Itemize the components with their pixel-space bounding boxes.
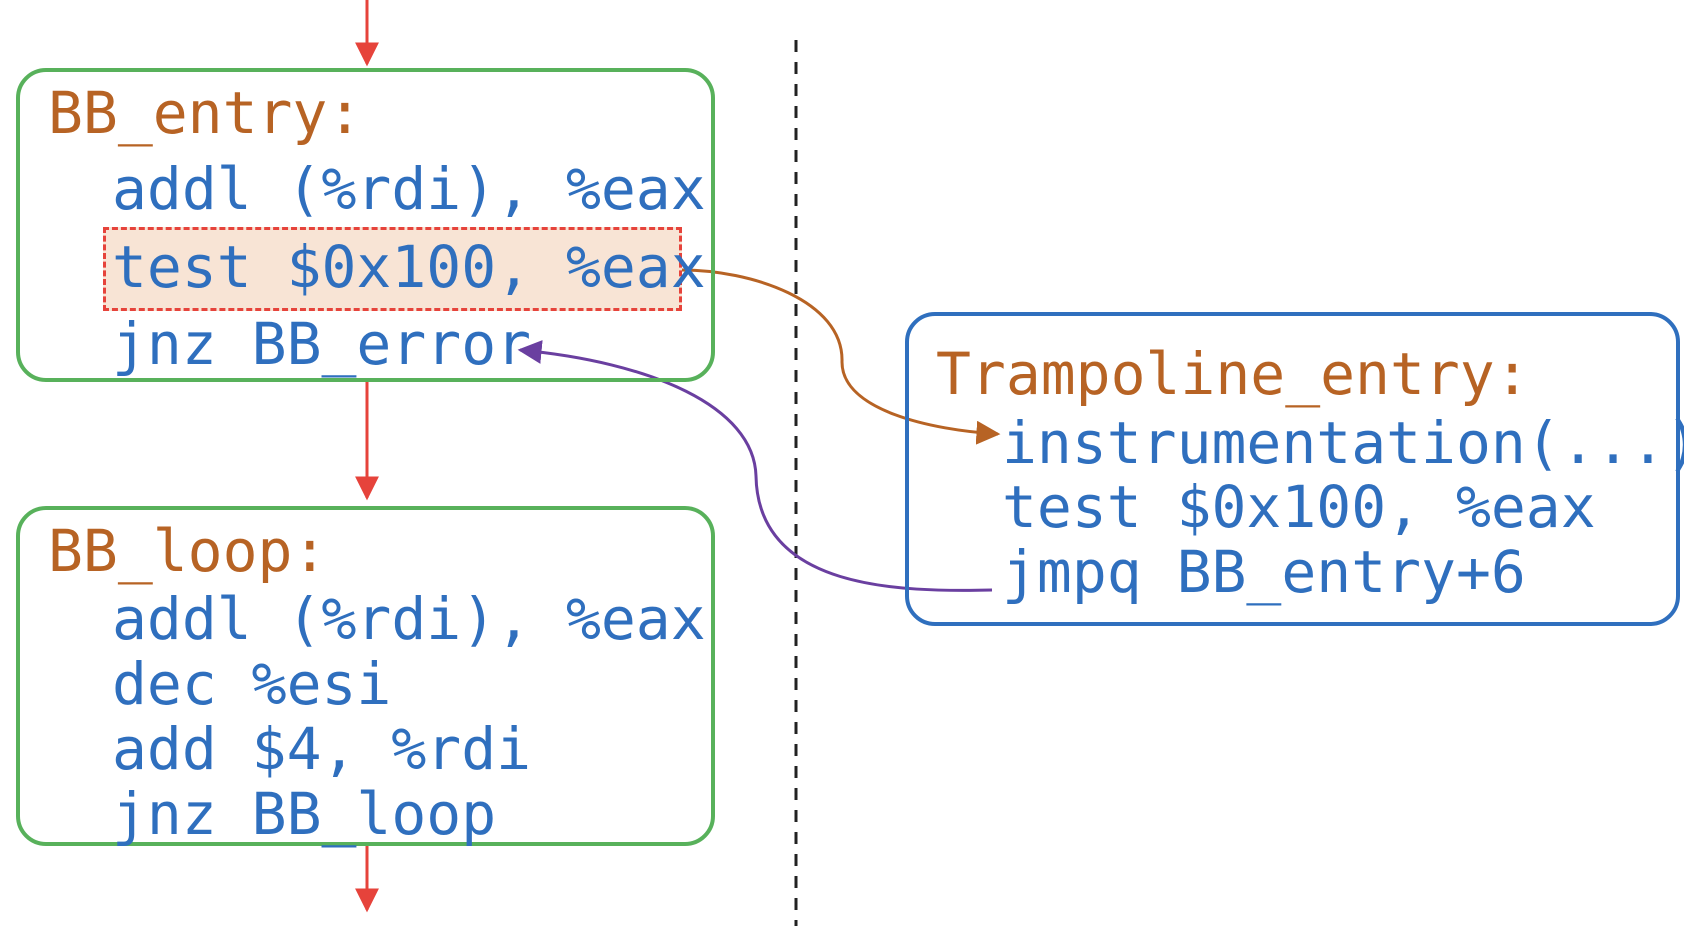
bb-loop-instruction-3: add $4, %rdi — [112, 715, 532, 783]
trampoline-instruction-1: instrumentation(...) — [1002, 409, 1684, 477]
bb-entry-instruction-1: addl (%rdi), %eax — [112, 155, 706, 223]
bb-entry-instruction-2: test $0x100, %eax — [112, 233, 706, 301]
bb-loop-label: BB_loop: — [48, 517, 328, 585]
bb-entry-block — [16, 68, 715, 382]
bb-entry-label: BB_entry: — [48, 79, 363, 147]
highlighted-test-instruction — [103, 227, 682, 311]
trampoline-entry-label: Trampoline_entry: — [936, 340, 1530, 408]
trampoline-entry-block — [905, 312, 1680, 626]
bb-loop-instruction-1: addl (%rdi), %eax — [112, 585, 706, 653]
trampoline-instruction-2: test $0x100, %eax — [1002, 473, 1596, 541]
bb-entry-instruction-3: jnz BB_error — [112, 310, 532, 378]
bb-loop-block — [16, 506, 715, 846]
bb-loop-instruction-2: dec %esi — [112, 650, 392, 718]
bb-loop-instruction-4: jnz BB_loop — [112, 780, 497, 848]
trampoline-instruction-3: jmpq BB_entry+6 — [1002, 538, 1526, 606]
